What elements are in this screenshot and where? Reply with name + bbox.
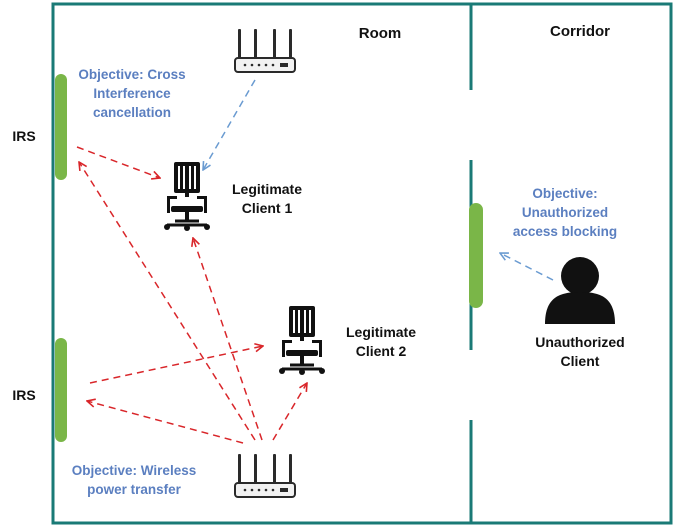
link-router2-to-irs1 (79, 162, 256, 441)
irs-panel-bottom (55, 338, 67, 442)
objective-power-transfer: Objective: Wireless power transfer (71, 463, 197, 497)
chair-client2-icon (277, 304, 327, 377)
link-unauth-to-irs3 (500, 253, 554, 281)
objective-cross-interference: Objective: Cross Interference cancellati… (78, 67, 186, 120)
objective-access-blocking: Objective: Unauthorized access blocking (512, 186, 618, 239)
corridor-label: Corridor (550, 23, 610, 40)
legitimate-client-1-label: Legitimate Client 1 (231, 181, 302, 216)
room-label: Room (358, 25, 402, 42)
irs-panel-wall (469, 203, 483, 308)
irs-label-top: IRS (12, 128, 36, 144)
chair-client1-icon (162, 160, 212, 233)
outer-wall (51, 2, 673, 525)
router-bottom-icon (234, 453, 296, 498)
person-icon (545, 257, 615, 324)
link-irs1-to-client1 (76, 146, 160, 178)
unauthorized-client-label: Unauthorized Client (535, 334, 625, 369)
legitimate-client-2-label: Legitimate Client 2 (345, 324, 416, 359)
link-irs2-to-client2 (89, 346, 263, 384)
irs-panel-top (55, 74, 67, 180)
link-router2-to-client2 (272, 383, 307, 441)
irs-label-bottom: IRS (12, 387, 36, 403)
link-router2-to-irs2 (87, 401, 244, 444)
link-router1-to-client1 (203, 79, 256, 170)
link-router2-to-client1 (193, 238, 263, 441)
router-top-icon (234, 28, 296, 73)
